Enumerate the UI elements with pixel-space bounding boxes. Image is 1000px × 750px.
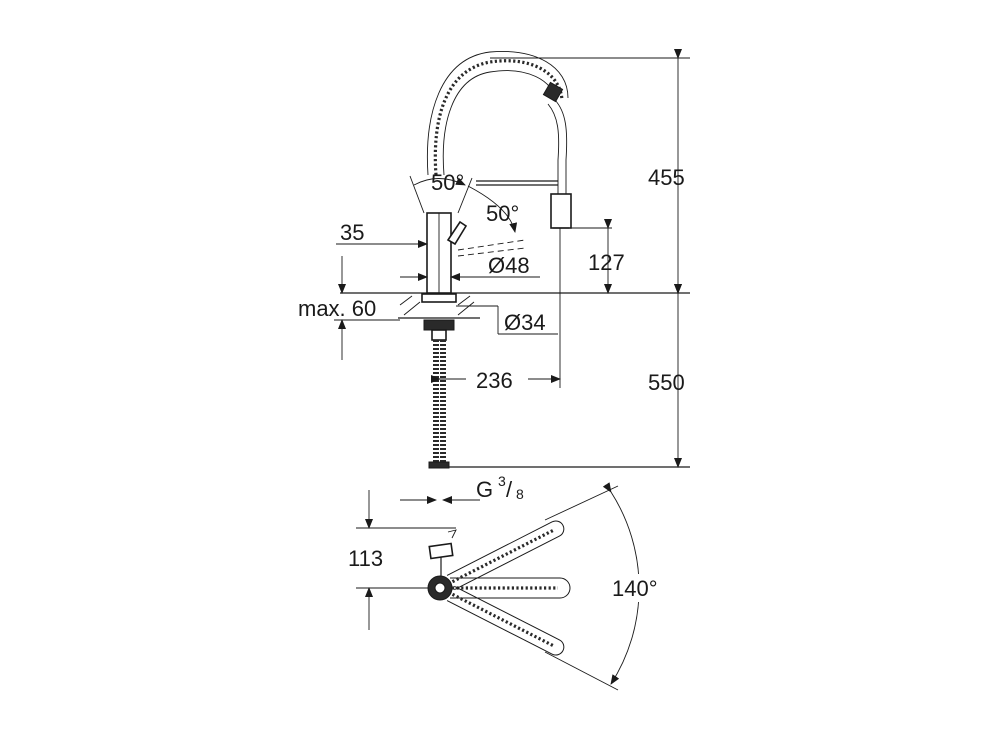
spring-coil-inner xyxy=(442,70,557,176)
dim-550-label: 550 xyxy=(648,370,685,395)
top-spout-upper xyxy=(446,520,565,591)
hose-end-fitting xyxy=(428,461,450,469)
spout-tube-inner xyxy=(547,103,560,196)
lever-angle-line-front-right xyxy=(457,177,473,214)
connection-denominator: 8 xyxy=(516,486,524,502)
swivel-angle-bg xyxy=(610,574,666,602)
dim-35-label: 35 xyxy=(340,220,364,245)
top-view: 113 140° xyxy=(348,482,666,691)
swivel-ext-upper xyxy=(544,485,619,521)
lever-angle-arc-side xyxy=(467,185,518,233)
side-view: 455 127 550 236 Ø48 Ø34 35 max. 60 50° 5… xyxy=(298,49,690,504)
top-lever xyxy=(428,542,454,560)
dim-236-bg xyxy=(466,366,528,390)
connection-numerator: 3 xyxy=(498,473,506,489)
mounting-flange xyxy=(421,293,457,303)
connection-slash: / xyxy=(506,477,513,502)
top-spout-lower xyxy=(446,585,565,656)
dim-236-label: 236 xyxy=(476,368,513,393)
swivel-ext-lower xyxy=(544,651,619,691)
counter-hatch-4 xyxy=(457,301,475,316)
dim-d48-label: Ø48 xyxy=(488,253,530,278)
spring-coil xyxy=(433,59,564,176)
counter-hatch-3 xyxy=(457,295,471,306)
lever-angle-line-front-left xyxy=(409,175,425,214)
spray-head xyxy=(550,193,572,229)
counter-hatch-1 xyxy=(399,295,413,306)
mounting-nut xyxy=(423,319,455,331)
top-spout-center xyxy=(450,577,571,599)
top-lever-tip xyxy=(447,529,457,539)
lever-angle-line-side-b xyxy=(457,247,526,257)
counter-hatch-2 xyxy=(403,301,421,316)
connection-g-label: G xyxy=(476,477,493,502)
angle-side-label: 50° xyxy=(486,201,519,226)
spring-coil-outer xyxy=(427,50,569,176)
dim-max60-label: max. 60 xyxy=(298,296,376,321)
dim-127-label: 127 xyxy=(588,250,625,275)
dim-455-label: 455 xyxy=(648,165,685,190)
dim-113-label: 113 xyxy=(348,546,383,571)
top-base-inner xyxy=(434,582,446,594)
lever-handle xyxy=(446,220,468,246)
angle-front-label: 50° xyxy=(431,170,464,195)
spout-tube xyxy=(554,99,568,196)
mounting-stud xyxy=(431,329,447,341)
spring-end-cap xyxy=(542,81,564,103)
dim-d34-label: Ø34 xyxy=(504,310,546,335)
swivel-angle-label: 140° xyxy=(612,576,658,601)
lever-angle-arc-front xyxy=(413,177,466,186)
lever-angle-line-side xyxy=(457,239,526,251)
